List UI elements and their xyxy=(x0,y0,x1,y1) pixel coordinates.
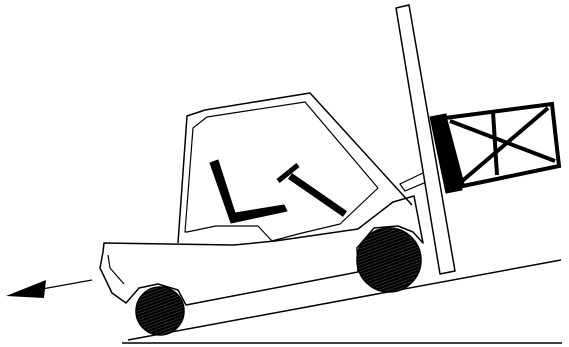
carriage xyxy=(429,113,463,194)
rear-wheel xyxy=(135,286,185,336)
direction-arrow xyxy=(6,279,93,298)
load-crate xyxy=(442,101,562,189)
forklift-cab xyxy=(177,92,413,244)
front-wheel xyxy=(356,227,422,293)
steering-wheel xyxy=(276,163,300,183)
steering-column xyxy=(288,173,347,217)
incline-ramp xyxy=(127,259,562,341)
seat xyxy=(209,159,288,224)
forklift-body-inner-line xyxy=(107,254,125,285)
forklift-body xyxy=(99,195,424,306)
mast xyxy=(395,4,456,275)
